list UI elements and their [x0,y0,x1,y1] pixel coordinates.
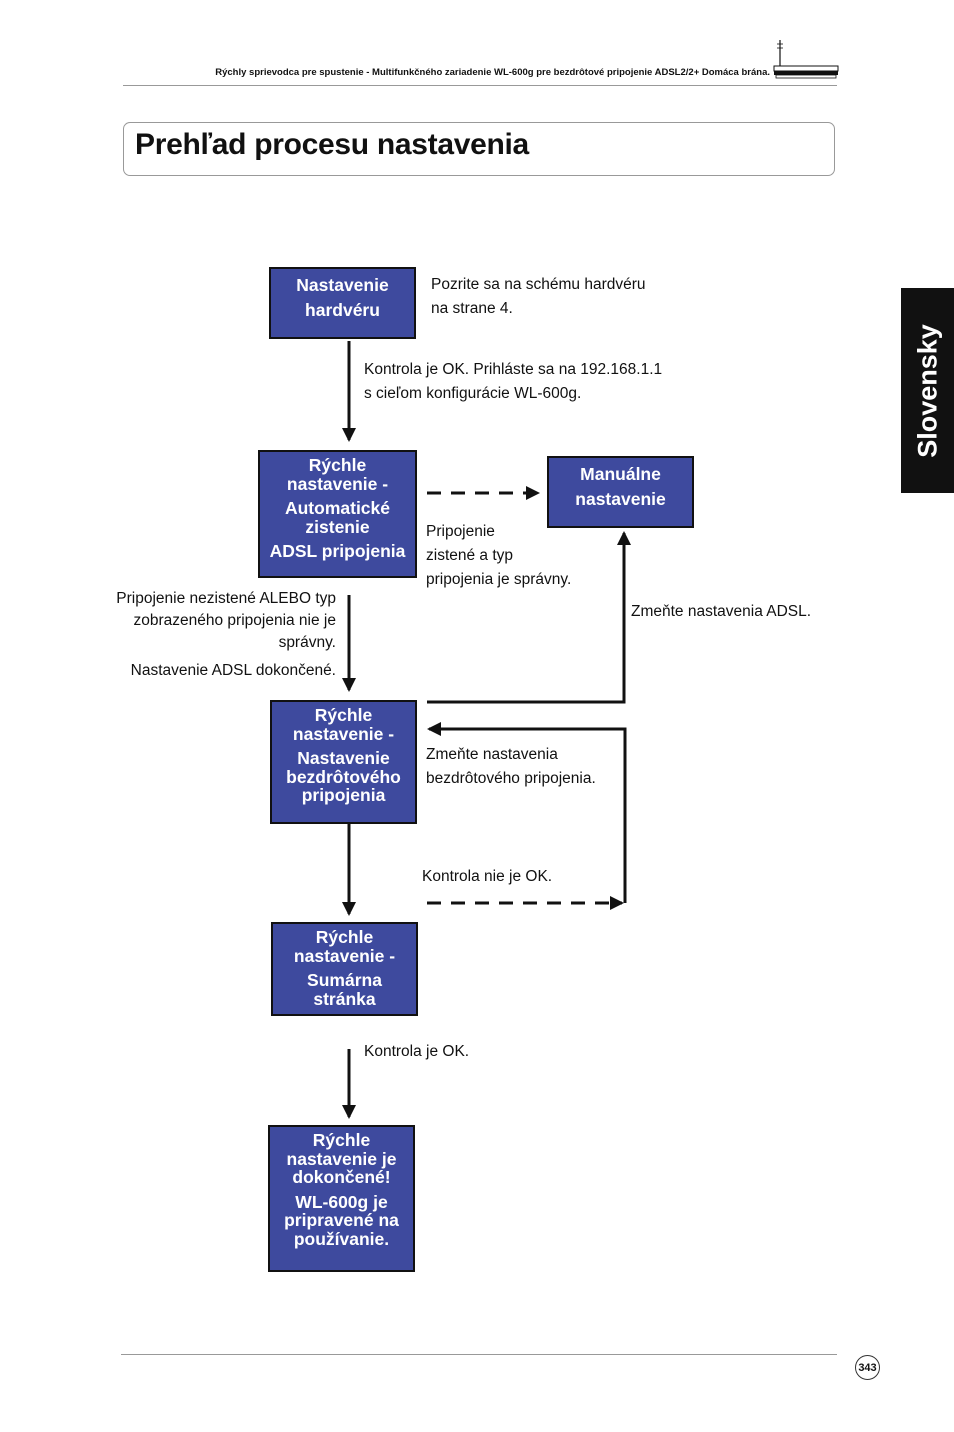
label-change-adsl: Zmeňte nastavenia ADSL. [631,603,812,620]
box-quick-setup-done: Rýchle nastavenie je dokončené! WL-600g … [268,1125,415,1272]
box-quick-setup-auto-detect: Rýchle nastavenie - Automatické zistenie… [258,450,417,578]
box-manual-setup: Manuálne nastavenie [547,456,694,528]
page-title: Prehľad procesu nastavenia [135,128,529,161]
label-login-instruction: Kontrola je OK. Prihláste sa na 192.168.… [364,361,663,402]
arrow-wireless-to-manual [427,531,631,704]
box-hardware-setup: Nastavenie hardvéru [269,267,416,339]
label-adsl-done: Nastavenie ADSL dokončené. [130,662,336,679]
label-connection-detected: Pripojenie zistené a typ pripojenia je s… [426,523,572,588]
footer-divider [121,1354,837,1355]
label-hardware-reference: Pozrite sa na schému hardvéru na strane … [431,276,646,317]
title-frame [123,122,835,176]
language-tab: Slovensky [901,288,954,493]
header-text: Rýchly sprievodca pre spustenie - Multif… [215,67,770,78]
page-number: 343 [855,1355,880,1380]
box-quick-setup-wireless: Rýchle nastavenie - Nastavenie bezdrôtov… [270,700,417,824]
arrow-loop-to-wireless [427,722,627,903]
label-check-not-ok: Kontrola nie je OK. [422,868,553,885]
box-quick-setup-summary: Rýchle nastavenie - Sumárna stránka [271,922,418,1016]
label-connection-not-detected: Pripojenie nezistené ALEBO typ zobrazené… [116,590,336,651]
label-change-wireless: Zmeňte nastavenia bezdrôtového pripojeni… [426,746,596,787]
header-divider [123,85,837,86]
label-check-ok: Kontrola je OK. [364,1043,470,1060]
router-icon [773,40,839,79]
